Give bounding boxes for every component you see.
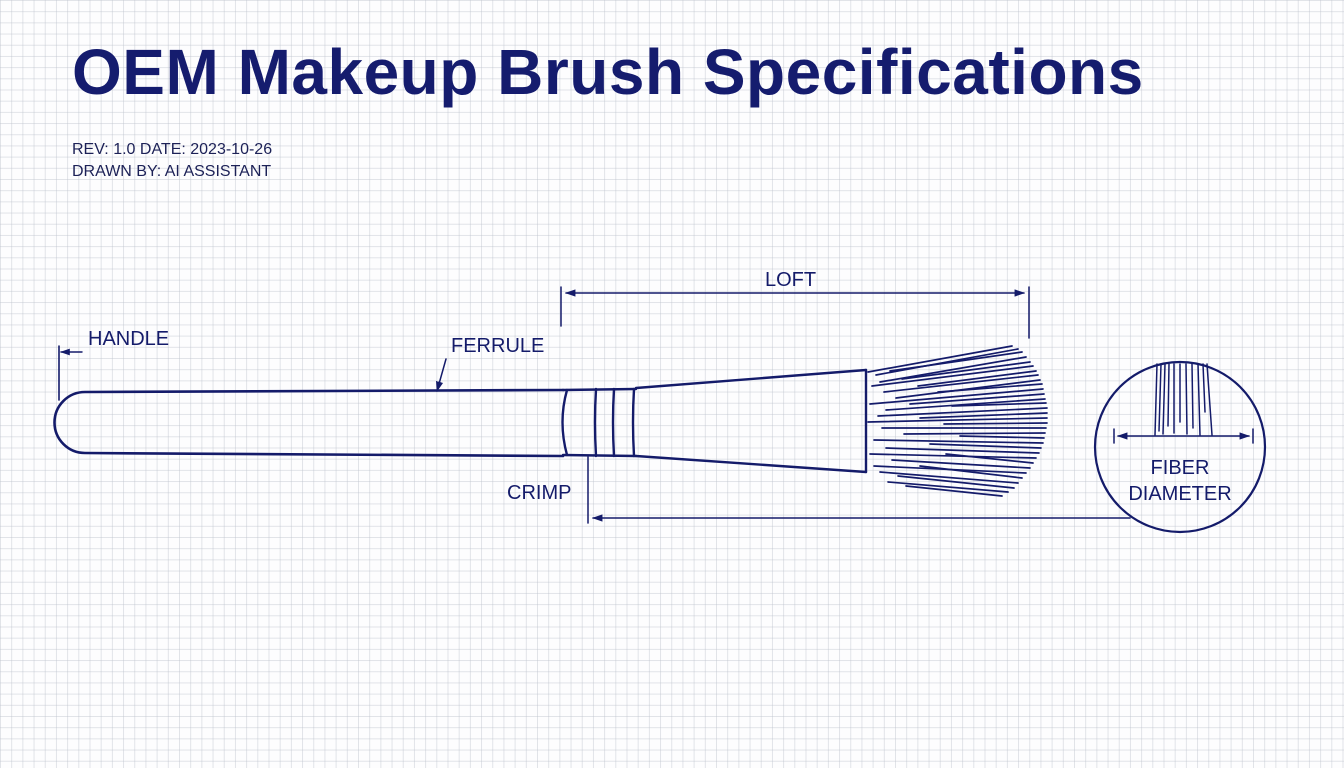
drawn-by-text: DRAWN BY: AI ASSISTANT: [72, 163, 272, 180]
ferrule-pointer-arrow: [436, 358, 447, 393]
fiber-label-line2: DIAMETER: [1128, 483, 1231, 505]
handle-dimension-leader: [58, 345, 83, 401]
brush-handle: [53, 388, 565, 458]
loft-dimension-line: [560, 286, 1030, 339]
loft-label: LOFT: [765, 269, 816, 291]
ferrule-crimp-rings: [561, 387, 638, 458]
revision-date-text: REV: 1.0 DATE: 2023-10-26: [72, 141, 273, 158]
brush-bristles: [867, 345, 1048, 497]
ferrule-taper: [634, 368, 868, 474]
fiber-strands: [1154, 363, 1213, 436]
title-block: REV: 1.0 DATE: 2023-10-26 DRAWN BY: AI A…: [72, 139, 272, 183]
ferrule-label: FERRULE: [451, 335, 544, 357]
page-title: OEM Makeup Brush Specifications: [72, 36, 1144, 108]
crimp-label: CRIMP: [507, 482, 571, 504]
handle-label: HANDLE: [88, 328, 169, 350]
crimp-leader-line: [587, 456, 1131, 524]
fiber-diameter-detail: [1093, 360, 1267, 534]
fiber-label-line1: FIBER: [1151, 457, 1210, 479]
